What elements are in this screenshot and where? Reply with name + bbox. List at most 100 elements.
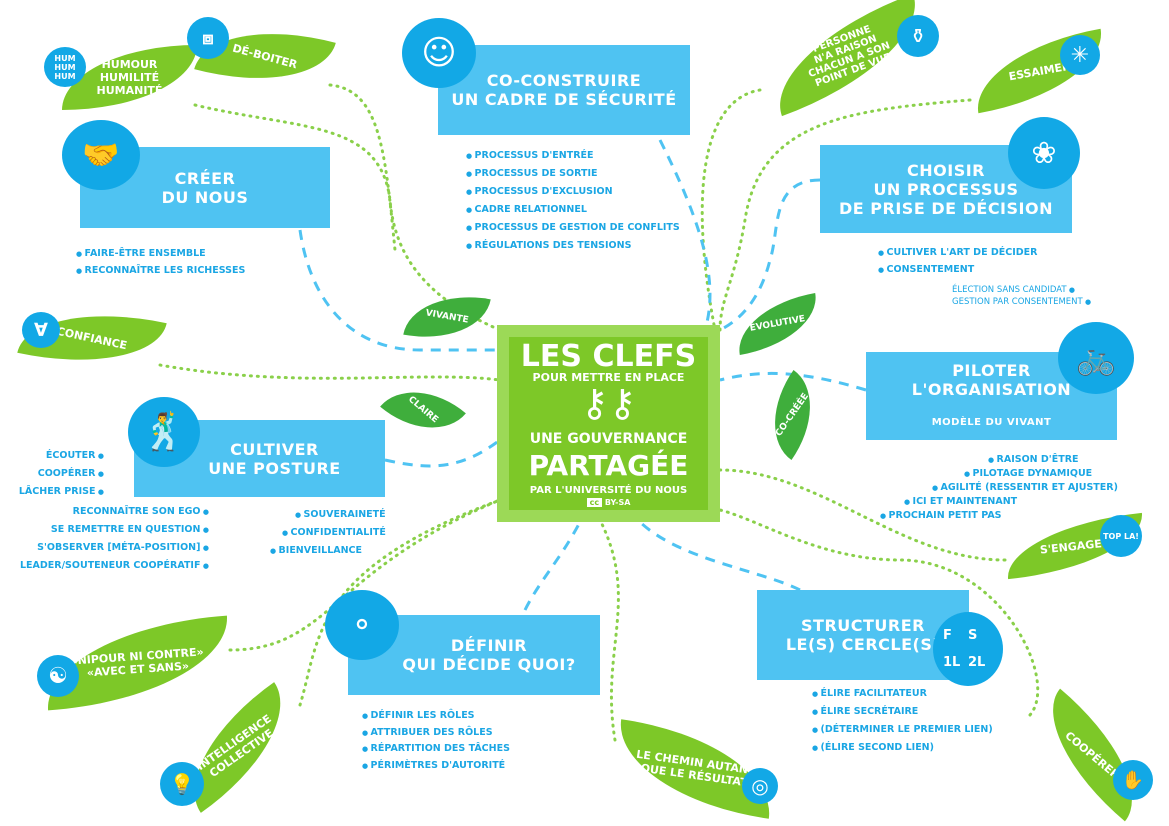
co-construire-items: PROCESSUS D'ENTRÉEPROCESSUS DE SORTIEPRO… xyxy=(466,147,680,255)
cultiver-right-items: SOUVERAINETÉCONFIDENTIALITÉBIENVEILLANCE xyxy=(270,506,386,560)
text-line: AGILITÉ (RESSENTIR ET AJUSTER) xyxy=(880,481,1118,495)
text-line: 2L xyxy=(968,655,986,670)
text-line: DU NOUS xyxy=(161,187,249,207)
lightbulb-icon: 💡 xyxy=(160,762,204,806)
text-line: RAISON D'ÊTRE xyxy=(880,453,1118,467)
center-author: PAR L'UNIVERSITÉ DU NOUS xyxy=(529,485,688,496)
text-line: RECONNAÎTRE LES RICHESSES xyxy=(76,262,246,280)
text-line: CADRE RELATIONNEL xyxy=(466,201,680,219)
license-text: BY-SA xyxy=(604,498,631,507)
center-subtitle: POUR METTRE EN PLACE xyxy=(532,371,685,384)
central-title-panel: LES CLEFS POUR METTRE EN PLACE ⚷⚷ UNE GO… xyxy=(497,325,720,522)
target-icon: ◎ xyxy=(742,768,778,804)
text-line: L'ORGANISATION xyxy=(911,379,1072,399)
choisir-subitems: ÉLECTION SANS CANDIDATGESTION PAR CONSEN… xyxy=(952,284,1091,308)
text-line: DÉFINIR LES RÔLES xyxy=(362,708,510,725)
text-line: SE REMETTRE EN QUESTION xyxy=(20,521,209,539)
text-line: PROCESSUS DE GESTION DE CONFLITS xyxy=(466,219,680,237)
text-line: HUM xyxy=(54,62,76,72)
text-line: PILOTER xyxy=(952,360,1031,380)
text-line: CO-CONSTRUIRE xyxy=(486,71,642,90)
text-line: LE(S) CERCLE(S) xyxy=(785,635,941,654)
text-line: PROCESSUS D'ENTRÉE xyxy=(466,147,680,165)
bicycle-icon: 🚲 xyxy=(1058,322,1134,394)
cultiver-left-items-1: ÉCOUTERCOOPÉRERLÂCHER PRISE xyxy=(19,447,104,501)
text-line: ICI ET MAINTENANT xyxy=(880,495,1118,509)
text-line: UN PROCESSUS xyxy=(873,179,1019,199)
dandelion-icon: ✳ xyxy=(1060,35,1100,75)
text-line: FAIRE-ÊTRE ENSEMBLE xyxy=(76,245,245,263)
molecule-bubbles-icon: ⚬ xyxy=(325,590,399,660)
text-line: CONSENTEMENT xyxy=(878,261,1037,279)
structurer-items: ÉLIRE FACILITATEURÉLIRE SECRÉTAIRE(DÉTER… xyxy=(812,685,993,757)
text-line: STRUCTURER xyxy=(801,616,925,635)
text-line: HUM xyxy=(54,71,76,81)
choisir-items: CULTIVER L'ART DE DÉCIDERCONSENTEMENT xyxy=(878,244,1038,279)
text-line: RECONNAÎTRE SON EGO xyxy=(20,503,209,521)
dancing-person-icon: 🕺 xyxy=(128,397,200,467)
text-line: HUMOUR xyxy=(101,58,158,71)
text-line: COOPÉRER xyxy=(19,465,104,483)
circle-roles-icon: F S 1L 2L xyxy=(933,612,1003,686)
center-governance: UNE GOUVERNANCE xyxy=(529,431,688,447)
vase-faces-icon: ⚱ xyxy=(897,15,939,57)
text-line: MODÈLE DU VIVANT xyxy=(931,416,1052,428)
yin-yang-icon: ☯ xyxy=(37,655,79,697)
text-line: 1L xyxy=(943,655,961,670)
high-five-icon: TOP LA! xyxy=(1100,515,1142,557)
text-line: SOUVERAINETÉ xyxy=(270,506,386,524)
text-line: UN CADRE DE SÉCURITÉ xyxy=(451,90,677,109)
cc-icon: cc xyxy=(586,498,603,507)
text-line: BIENVEILLANCE xyxy=(270,542,386,560)
license-badge: cc BY-SA xyxy=(497,498,720,507)
text-line: ÉLIRE SECRÉTAIRE xyxy=(812,703,993,721)
text-line: HUM xyxy=(54,53,76,63)
text-line: HUMILITÉ xyxy=(99,71,160,84)
smiley-icon: ☺ xyxy=(402,18,476,88)
text-line: (ÉLIRE SECOND LIEN) xyxy=(812,739,993,757)
text-line: CRÉER xyxy=(174,168,236,188)
text-line: UNE POSTURE xyxy=(208,458,341,478)
text-line: ÉLIRE FACILITATEUR xyxy=(812,685,993,703)
handshake-icon: 🤝 xyxy=(62,120,140,190)
keys-icon: ⚷⚷ xyxy=(580,381,637,425)
text-line: LÂCHER PRISE xyxy=(19,483,104,501)
text-line: RÉGULATIONS DES TENSIONS xyxy=(466,237,680,255)
text-line: CULTIVER L'ART DE DÉCIDER xyxy=(878,244,1038,262)
cultiver-left-items-2: RECONNAÎTRE SON EGOSE REMETTRE EN QUESTI… xyxy=(20,503,209,575)
text-line: PROCHAIN PETIT PAS xyxy=(880,509,1118,523)
text-line: CONFIDENTIALITÉ xyxy=(270,524,386,542)
definir-items: DÉFINIR LES RÔLESATTRIBUER DES RÔLESRÉPA… xyxy=(362,708,510,774)
text-line: CHOISIR xyxy=(907,160,985,180)
text-line: ÉCOUTER xyxy=(19,447,104,465)
text-line: DÉFINIR xyxy=(450,636,528,655)
text-line: HUMANITÉ xyxy=(96,84,163,97)
center-title: LES CLEFS xyxy=(520,339,697,374)
center-shared: PARTAGÉE xyxy=(528,449,689,482)
box-icon: ⧈ xyxy=(187,17,229,59)
text-line: ATTRIBUER DES RÔLES xyxy=(362,725,510,742)
text-line: PÉRIMÈTRES D'AUTORITÉ xyxy=(362,758,510,775)
trust-icon: ∀ xyxy=(22,312,60,348)
text-line: CULTIVER xyxy=(230,439,319,459)
piloter-items: RAISON D'ÊTREPILOTAGE DYNAMIQUEAGILITÉ (… xyxy=(880,453,1118,523)
text-line: (DÉTERMINER LE PREMIER LIEN) xyxy=(812,721,993,739)
creer-items: FAIRE-ÊTRE ENSEMBLERECONNAÎTRE LES RICHE… xyxy=(76,245,246,280)
text-line: GESTION PAR CONSENTEMENT xyxy=(952,296,1091,308)
text-line: S'OBSERVER [MÉTA-POSITION] xyxy=(20,539,209,557)
text-line: LEADER/SOUTENEUR COOPÉRATIF xyxy=(20,557,209,575)
text-line: PILOTAGE DYNAMIQUE xyxy=(880,467,1118,481)
text-line: RÉPARTITION DES TÂCHES xyxy=(362,741,510,758)
hands-icon: ✋ xyxy=(1113,760,1153,800)
speech-bubbles-circle-icon: ❀ xyxy=(1008,117,1080,189)
text-line: PROCESSUS DE SORTIE xyxy=(466,165,680,183)
text-line: F xyxy=(943,628,952,643)
text-line: PROCESSUS D'EXCLUSION xyxy=(466,183,680,201)
text-line: DE PRISE DE DÉCISION xyxy=(839,198,1053,218)
text-line: S xyxy=(968,628,978,643)
text-line: QUI DÉCIDE QUOI? xyxy=(402,655,576,674)
